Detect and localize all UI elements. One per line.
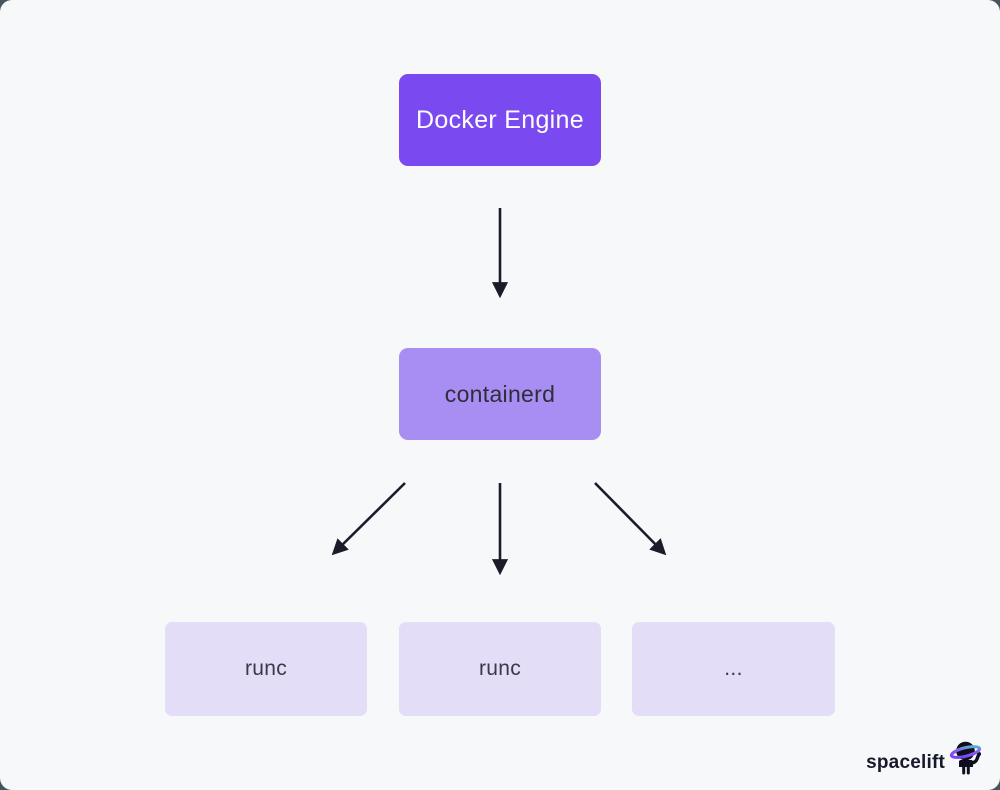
arrow-containerd-to-runc-1 xyxy=(331,482,406,556)
node-containerd-label: containerd xyxy=(444,380,556,407)
astronaut-saturn-icon xyxy=(949,741,982,775)
node-docker-engine: Docker Engine xyxy=(399,74,601,166)
node-runc-1-label: runc xyxy=(244,657,288,680)
arrow-containerd-to-more xyxy=(594,482,667,556)
node-runc-2: runc xyxy=(399,622,601,716)
spacelift-logo: spacelift xyxy=(866,738,988,782)
node-runc-2-label: runc xyxy=(478,657,522,680)
node-containerd: containerd xyxy=(399,348,601,440)
node-runc-1: runc xyxy=(165,622,367,716)
node-more: ... xyxy=(632,622,835,716)
spacelift-logo-text: spacelift xyxy=(866,752,945,773)
node-more-label: ... xyxy=(724,657,743,680)
node-docker-engine-label: Docker Engine xyxy=(416,105,584,134)
